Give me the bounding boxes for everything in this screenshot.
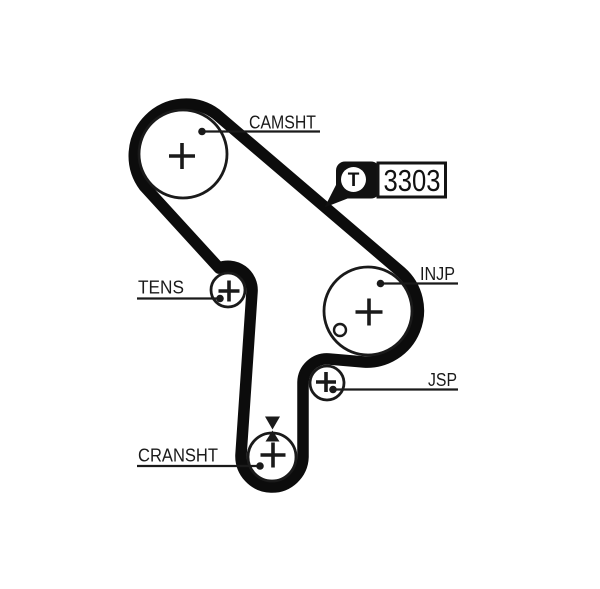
alignment-arrow-up-icon	[265, 430, 280, 442]
jsp-label: JSP	[428, 370, 457, 390]
badge-t-circle-icon	[341, 167, 366, 192]
cransht-leader-dot	[256, 462, 264, 470]
injp-label: INJP	[420, 264, 455, 284]
alignment-arrow-down-icon	[265, 416, 280, 430]
camsht-leader-dot	[198, 127, 206, 136]
jsp-plus-icon	[316, 372, 336, 392]
timing-belt	[128, 98, 425, 493]
injp-leader-dot	[376, 279, 385, 288]
jsp-leader-dot	[329, 385, 337, 394]
badge-number-box	[376, 161, 447, 199]
camsht-plus-icon	[169, 143, 195, 169]
injp-plus-icon	[355, 298, 383, 326]
tens-leader-dot	[216, 294, 224, 303]
part-number-badge: T 3303	[324, 161, 447, 208]
camsht-label: CAMSHT	[249, 113, 316, 133]
tens-plus-icon	[218, 280, 240, 302]
cransht-label: CRANSHT	[138, 446, 218, 466]
badge-part-number: 3303	[384, 163, 441, 198]
badge-t-letter: T	[348, 170, 360, 191]
injp-hole-icon	[332, 322, 348, 338]
tens-label: TENS	[138, 278, 184, 298]
cransht-plus-icon	[260, 442, 286, 468]
